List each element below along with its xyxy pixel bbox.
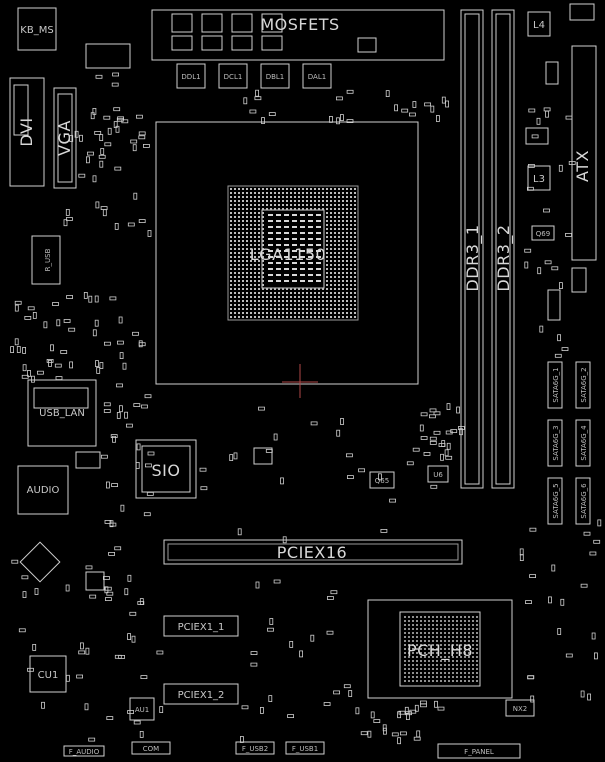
vga-connector: VGA bbox=[53, 87, 77, 189]
chip-au1: AU1 bbox=[129, 697, 155, 721]
component-block bbox=[547, 289, 561, 321]
vrm-area: MOSFETS bbox=[151, 9, 445, 61]
pciex1-1-slot: PCIEX1_1 bbox=[163, 615, 239, 637]
cu1-label: CU1 bbox=[38, 670, 59, 681]
component-block bbox=[525, 127, 549, 145]
component-block bbox=[569, 3, 595, 21]
pciex1-2-slot: PCIEX1_2 bbox=[163, 683, 239, 705]
choke-dal1-label: DAL1 bbox=[308, 73, 326, 81]
com-label: COM bbox=[143, 745, 159, 753]
component-block bbox=[85, 571, 105, 591]
pciex16-label: PCIEX16 bbox=[277, 543, 347, 562]
transistor-q65: Q65 bbox=[369, 471, 395, 489]
sata-connector-label: SATA6G_1 bbox=[552, 367, 560, 402]
choke-ddl1-label: DDL1 bbox=[181, 73, 200, 81]
component-nx2: NX2 bbox=[505, 699, 535, 717]
sata-connector-1: SATA6G_1 bbox=[547, 361, 563, 409]
sio-label: SIO bbox=[152, 461, 181, 480]
choke-dal1: DAL1 bbox=[302, 63, 332, 89]
kb-ms-label: KB_MS bbox=[20, 25, 53, 36]
atx-label: ATX bbox=[573, 150, 592, 182]
pciex1-1-label: PCIEX1_1 bbox=[178, 622, 225, 633]
pch-label: PCH_H8 bbox=[407, 641, 473, 661]
atx-power-connector: ATX bbox=[571, 45, 597, 261]
nx2-label: NX2 bbox=[513, 705, 528, 713]
ddr3-slot-1: DDR3_1 bbox=[460, 9, 484, 489]
pciex16-slot: PCIEX16 bbox=[163, 539, 463, 565]
mosfets-label: MOSFETS bbox=[260, 15, 339, 34]
chip-u6: U6 bbox=[427, 465, 449, 483]
component-block bbox=[75, 451, 101, 469]
choke-ddl1: DDL1 bbox=[176, 63, 206, 89]
f-usb1-label: F_USB1 bbox=[292, 745, 318, 753]
f-panel-label: F_PANEL bbox=[464, 748, 494, 756]
cpu-socket-label: LGA1150 bbox=[250, 245, 326, 264]
l4-label: L4 bbox=[533, 20, 545, 31]
smd-components bbox=[10, 72, 602, 745]
audio-connector: AUDIO bbox=[17, 465, 69, 515]
choke-dcl1: DCL1 bbox=[218, 63, 248, 89]
pch-ball-grid bbox=[404, 616, 478, 682]
choke-dcl1-label: DCL1 bbox=[224, 73, 243, 81]
usb-lan-connector: USB_LAN bbox=[27, 379, 97, 447]
ddr3-slot-1-label: DDR3_1 bbox=[463, 224, 483, 291]
sata-connector-6: SATA6G_6 bbox=[575, 477, 591, 525]
audio-label: AUDIO bbox=[27, 485, 60, 496]
sata-connector-label: SATA6G_3 bbox=[552, 425, 560, 460]
component-block bbox=[85, 43, 131, 69]
vga-label: VGA bbox=[55, 120, 74, 156]
f-audio-label: F_AUDIO bbox=[69, 748, 100, 756]
f-usb1-header: F_USB1 bbox=[285, 741, 325, 755]
sata-connector-2: SATA6G_2 bbox=[575, 361, 591, 409]
f-audio-header: F_AUDIO bbox=[63, 745, 105, 757]
au1-label: AU1 bbox=[135, 706, 149, 714]
chip-cu1: CU1 bbox=[29, 655, 67, 693]
choke-dbl1-label: DBL1 bbox=[266, 73, 285, 81]
component-block bbox=[253, 447, 273, 465]
cpu-pin-grid bbox=[230, 188, 356, 318]
r-usb-label: R_USB bbox=[44, 248, 52, 271]
sata-connector-5: SATA6G_5 bbox=[547, 477, 563, 525]
component-block bbox=[571, 267, 587, 293]
u6-label: U6 bbox=[433, 471, 443, 479]
ddr3-slot-2-label: DDR3_2 bbox=[494, 224, 514, 291]
sata-connector-3: SATA6G_3 bbox=[547, 419, 563, 467]
component-block bbox=[545, 61, 559, 85]
l3-label: L3 bbox=[533, 174, 545, 185]
inductor-l3: L3 bbox=[527, 165, 551, 191]
ddr3-slot-2: DDR3_2 bbox=[491, 9, 515, 489]
f-usb2-label: F_USB2 bbox=[242, 745, 268, 753]
component-block bbox=[19, 541, 61, 583]
q69-label: Q69 bbox=[536, 230, 550, 238]
usb-lan-label: USB_LAN bbox=[39, 408, 85, 419]
f-panel-header: F_PANEL bbox=[437, 743, 521, 759]
dvi-label: DVI bbox=[17, 117, 36, 146]
q65-label: Q65 bbox=[375, 477, 389, 485]
choke-dbl1: DBL1 bbox=[260, 63, 290, 89]
kb-ms-connector: KB_MS bbox=[17, 7, 57, 51]
sata-connector-4: SATA6G_4 bbox=[575, 419, 591, 467]
pciex1-2-label: PCIEX1_2 bbox=[178, 690, 225, 701]
transistor-q69: Q69 bbox=[531, 225, 555, 241]
super-io-chip: SIO bbox=[135, 439, 197, 499]
dvi-connector: DVI bbox=[9, 77, 45, 187]
sata-connector-label: SATA6G_6 bbox=[580, 483, 588, 519]
pch-chipset: PCH_H8 bbox=[367, 599, 513, 699]
inductor-l4: L4 bbox=[527, 11, 551, 37]
sata-connector-label: SATA6G_4 bbox=[580, 425, 588, 461]
sata-connector-label: SATA6G_5 bbox=[552, 483, 560, 518]
cpu-socket: LGA1150 bbox=[155, 121, 419, 398]
sata-connector-label: SATA6G_2 bbox=[580, 367, 588, 402]
com-header: COM bbox=[131, 741, 171, 755]
f-usb2-header: F_USB2 bbox=[235, 741, 275, 755]
r-usb-connector: R_USB bbox=[31, 235, 61, 285]
